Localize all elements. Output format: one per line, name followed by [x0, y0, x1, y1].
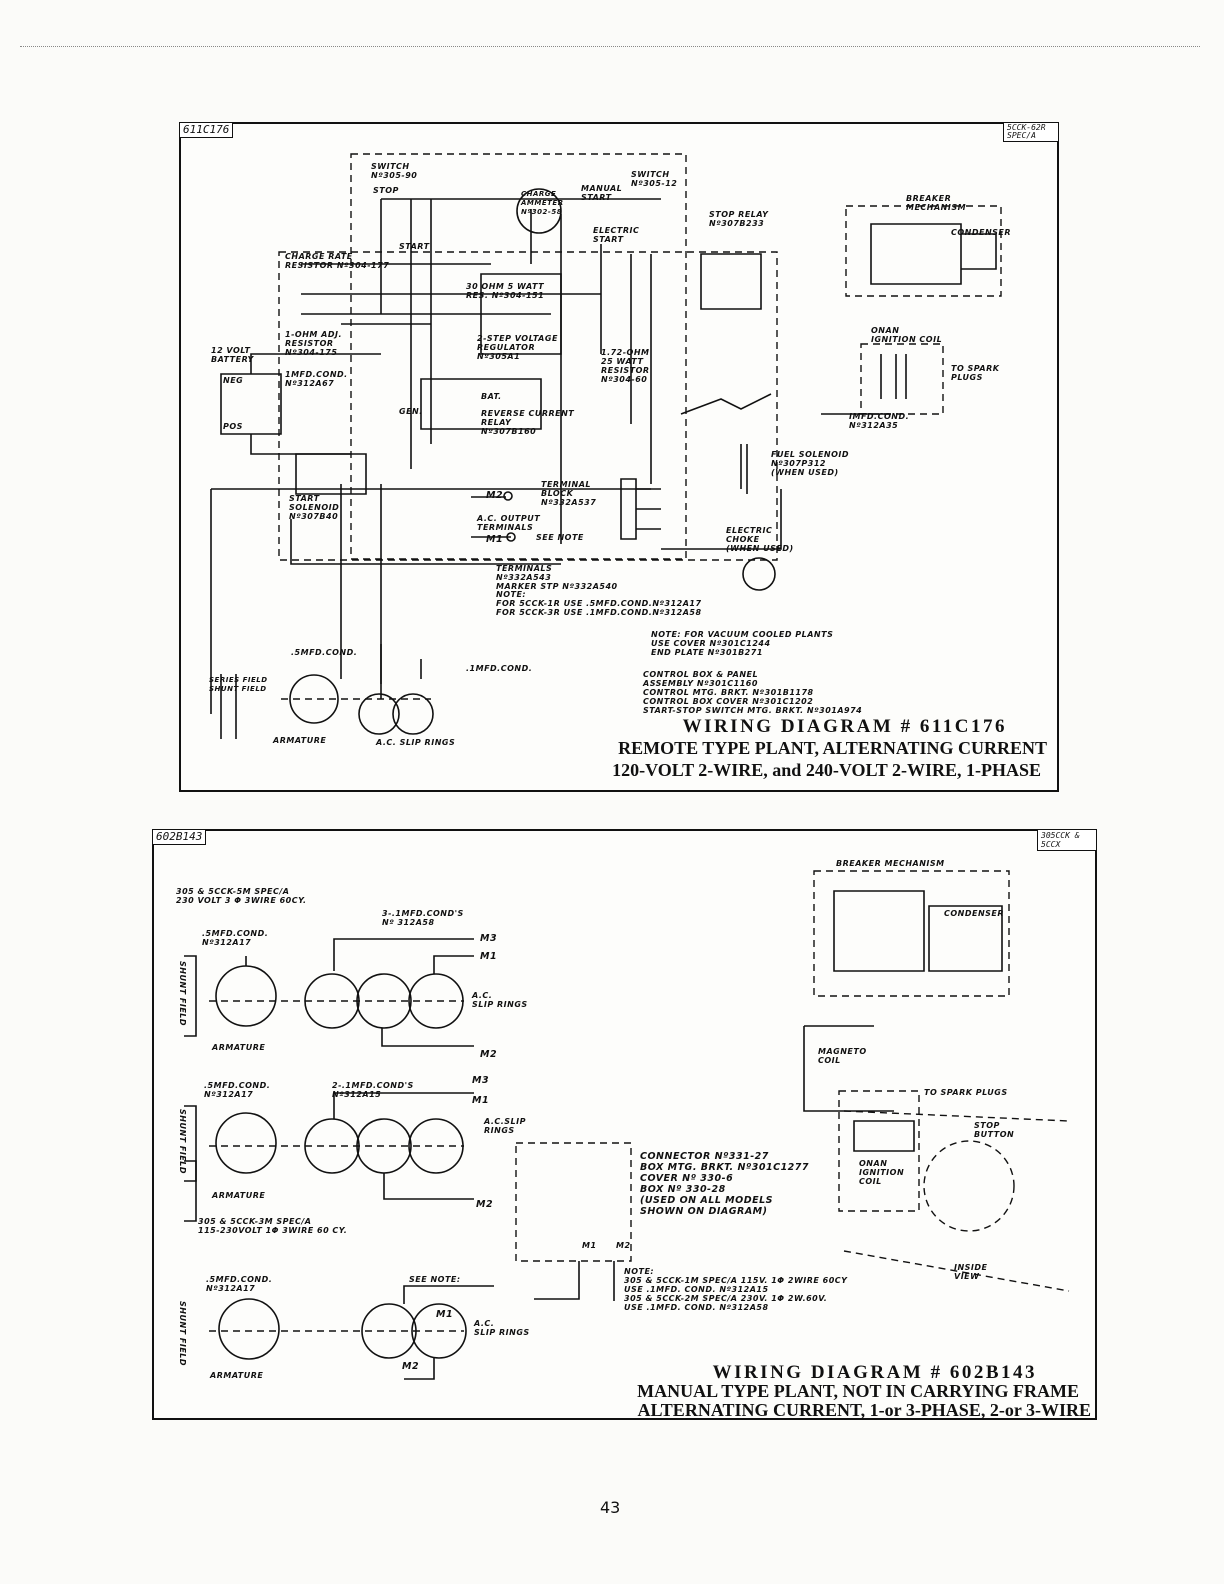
ohm-resistor-label: 1-OHM ADJ. RESISTOR Nº304-175	[285, 330, 342, 357]
m2-b-label: M2	[476, 1199, 494, 1210]
cond-5mfd-a-label: .5MFD.COND. Nº312A17	[202, 929, 269, 947]
m2-terminal-label: M2	[486, 490, 504, 501]
conds-3-label: 3-.1MFD.COND'S Nº 312A58	[382, 909, 464, 927]
condenser-2-label: CONDENSER	[944, 909, 1005, 918]
spec-3m-label: 305 & 5CCK-3M SPEC/A 115-230VOLT 1Φ 3WIR…	[198, 1217, 348, 1235]
connector-label: CONNECTOR Nº331-27 BOX MTG. BRKT. Nº301C…	[640, 1151, 810, 1217]
m3-b-label: M3	[472, 1075, 490, 1086]
inside-view-label: INSIDE VIEW	[954, 1263, 988, 1281]
cond-5mfd-c-label: .5MFD.COND. Nº312A17	[206, 1275, 273, 1293]
diagram2-wiring	[184, 870, 1070, 1380]
m1-a-label: M1	[480, 951, 498, 962]
cond-1mfd-label: 1MFD.COND. Nº312A67	[285, 370, 348, 388]
shunt-a-label: SHUNT FIELD	[178, 961, 187, 1027]
spark-plugs-label: TO SPARK PLUGS	[951, 364, 1000, 382]
diagram-id-tag: 602B143	[152, 829, 207, 845]
armature-a-label: ARMATURE	[212, 1043, 266, 1052]
diagram2-title-line2: MANUAL TYPE PLANT, NOT IN CARRYING FRAME	[637, 1381, 1079, 1401]
condenser-label: CONDENSER	[951, 228, 1012, 237]
gen-label: GEN.	[399, 407, 423, 416]
stop-relay-label: STOP RELAY Nº307B233	[709, 210, 769, 228]
stop-button-label: STOP BUTTON	[974, 1121, 1015, 1139]
diagram1-wiring	[210, 153, 1002, 739]
ac-slip-a-label: A.C. SLIP RINGS	[472, 991, 528, 1009]
note-2-label: NOTE: 305 & 5CCK-1M SPEC/A 115V. 1Φ 2WIR…	[624, 1267, 848, 1312]
start-solenoid-label: START SOLENOID Nº307B40	[289, 494, 340, 521]
switch-1-label: SWITCH Nº305-90	[371, 162, 418, 180]
see-note-c-label: SEE NOTE:	[409, 1275, 461, 1284]
m1-terminal-label: M1	[486, 534, 504, 545]
shunt-b-label: SHUNT FIELD	[178, 1109, 187, 1175]
shunt-c-label: SHUNT FIELD	[178, 1301, 187, 1367]
imfd-cond-label: .1MFD.COND.	[466, 664, 533, 673]
ac-output-label: A.C. OUTPUT TERMINALS	[477, 514, 541, 532]
start-label: START	[399, 242, 430, 251]
electric-choke-label: ELECTRIC CHOKE (WHEN USED)	[726, 526, 794, 553]
spec-5m-label: 305 & 5CCK-5M SPEC/A 230 VOLT 3 Φ 3WIRE …	[176, 887, 307, 905]
step-voltage-label: 2-STEP VOLTAGE REGULATOR Nº305A1	[477, 334, 558, 361]
armature-label: ARMATURE	[273, 736, 327, 745]
wiring-diagram-611c176: 611C176 5CCK-62R SPEC/A	[179, 122, 1059, 792]
m1-b-label: M1	[472, 1095, 490, 1106]
manual-start-label: MANUAL START	[581, 184, 623, 202]
stop-label: STOP	[373, 186, 399, 195]
diagram-corner-tag: 5CCK-62R SPEC/A	[1003, 122, 1059, 142]
m1-c-label: M1	[436, 1309, 454, 1320]
fuel-solenoid-label: FUEL SOLENOID Nº307P312 (WHEN USED)	[771, 450, 850, 477]
onan-ignition-label: ONAN IGNITION COIL	[859, 1159, 905, 1186]
armature-b-label: ARMATURE	[212, 1191, 266, 1200]
charge-ammeter-label: CHARGE AMMETER Nº302-58	[521, 190, 564, 216]
m2-box-label: M2	[616, 1241, 631, 1250]
diagram2-title-line1: WIRING DIAGRAM # 602B143	[712, 1362, 1037, 1383]
conds-2-label: 2-.1MFD.COND'S Nº312A15	[332, 1081, 414, 1099]
spark-plugs-2-label: TO SPARK PLUGS	[924, 1088, 1008, 1097]
ac-slip-c-label: A.C. SLIP RINGS	[474, 1319, 530, 1337]
page-number: 43	[600, 1498, 621, 1517]
bat-label: BAT.	[481, 392, 502, 401]
breaker-label: BREAKER MECHANISM	[906, 194, 967, 212]
diagram-corner-tag: 305CCK & 5CCX	[1037, 829, 1097, 851]
m3-a-label: M3	[480, 933, 498, 944]
switch-2-label: SWITCH Nº305-12	[631, 170, 678, 188]
armature-c-label: ARMATURE	[210, 1371, 264, 1380]
cond-5mfd-b-label: .5MFD.COND. Nº312A17	[204, 1081, 271, 1099]
see-note-label: SEE NOTE	[536, 533, 584, 542]
slip-rings-label: A.C. SLIP RINGS	[376, 738, 456, 747]
onan-coil-label: ONAN IGNITION COIL	[871, 326, 943, 344]
series-shunt-label: SERIES FIELD SHUNT FIELD	[209, 676, 268, 693]
neg-label: NEG	[223, 376, 244, 385]
terminals-label: TERMINALS Nº332A543 MARKER STP Nº332A540	[496, 564, 618, 591]
diagram1-title-line1: WIRING DIAGRAM # 611C176	[682, 716, 1007, 737]
diagram1-title-line3: 120-VOLT 2-WIRE, and 240-VOLT 2-WIRE, 1-…	[612, 760, 1041, 780]
m1-box-label: M1	[582, 1241, 597, 1250]
cond-5mfd-label: .5MFD.COND.	[291, 648, 358, 657]
scan-noise	[20, 46, 1200, 51]
diagram1-title-line2: REMOTE TYPE PLANT, ALTERNATING CURRENT	[618, 738, 1047, 758]
m2-a-label: M2	[480, 1049, 498, 1060]
note-vacuum-label: NOTE: FOR VACUUM COOLED PLANTS USE COVER…	[651, 630, 834, 657]
resistor-172-label: 1.72-OHM 25 WATT RESISTOR Nº304-60	[601, 348, 650, 384]
pos-label: POS	[223, 422, 243, 431]
breaker-2-label: BREAKER MECHANISM	[836, 859, 945, 868]
diagram-id-tag: 611C176	[179, 122, 234, 138]
ac-slip-b-label: A.C.SLIP RINGS	[484, 1117, 526, 1135]
m2-c-label: M2	[402, 1361, 420, 1372]
terminal-block-label: TERMINAL BLOCK Nº332A537	[541, 480, 597, 507]
battery-label: 12 VOLT BATTERY	[211, 346, 254, 364]
note-label: NOTE: FOR 5CCK-1R USE .5MFD.COND.Nº312A1…	[496, 590, 702, 617]
magneto-label: MAGNETO COIL	[818, 1047, 867, 1065]
wiring-diagram-602b143: 602B143 305CCK & 5CCX	[152, 829, 1097, 1420]
electric-start-label: ELECTRIC START	[593, 226, 640, 244]
charge-resistor-label: CHARGE RATE RESISTOR Nº304-177	[285, 252, 390, 270]
cond-imfd-label: IMFD.COND. Nº312A35	[849, 412, 910, 430]
resistor-30-label: 30 OHM 5 WATT RES. Nº304-151	[466, 282, 545, 300]
diagram2-title-line3: ALTERNATING CURRENT, 1-or 3-PHASE, 2-or …	[637, 1400, 1091, 1420]
control-box-label: CONTROL BOX & PANEL ASSEMBLY Nº301C1160 …	[643, 670, 863, 715]
reverse-current-label: REVERSE CURRENT RELAY Nº307B160	[481, 409, 575, 436]
